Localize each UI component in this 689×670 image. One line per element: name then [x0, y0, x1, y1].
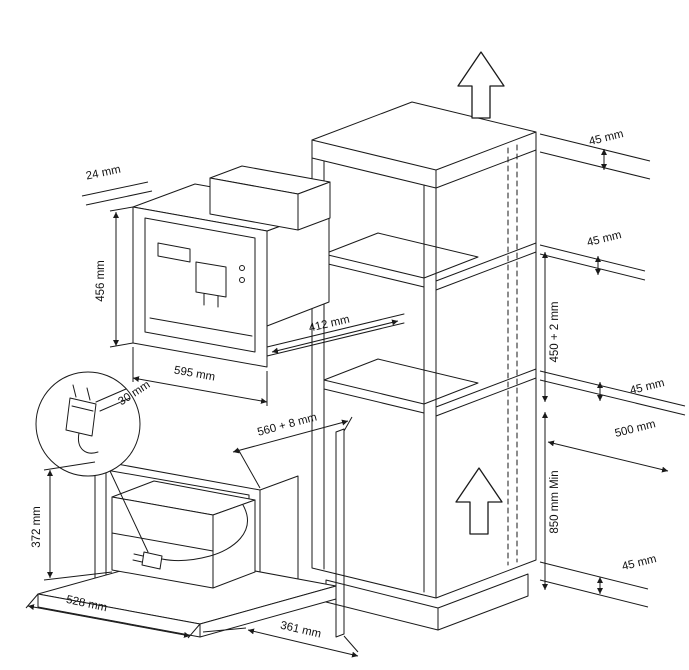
machine-front-detail-line	[111, 532, 214, 552]
plug-detail-magnifier	[35, 371, 149, 553]
dimension-line-560mm	[232, 419, 349, 454]
dimension-line-412mm	[271, 319, 399, 354]
appliance-spout	[195, 261, 227, 308]
dim-label-412mm: 412 mm	[308, 314, 351, 335]
dim-label-361mm: 361 mm	[279, 620, 322, 641]
dimension-ext-45mm-top	[539, 133, 651, 180]
cabinet-shelf-upper	[323, 232, 537, 291]
dimension-line-361mm	[247, 628, 359, 658]
appliance-front-view	[132, 165, 405, 368]
cabinet-top-face	[311, 101, 537, 171]
up-arrow-icon	[455, 467, 503, 535]
dim-label-850mm: 850 mm Min	[549, 470, 561, 533]
appliance-tower-side	[297, 181, 331, 231]
power-cord	[161, 504, 248, 562]
dimension-ext-595mm	[132, 347, 268, 406]
magnifier-circle	[35, 371, 141, 477]
cabinet-back-panel-dashed-lines	[507, 144, 518, 566]
dim-label-24mm: 24 mm	[85, 164, 122, 183]
dimension-line-528mm	[27, 604, 191, 638]
appliance-drip-tray-line	[149, 317, 253, 337]
dimension-ext-45mm-upper	[539, 244, 646, 281]
dimension-line-500mm	[547, 440, 669, 473]
dimension-ext-372mm	[43, 461, 113, 581]
appliance-front-inner-frame	[144, 217, 256, 353]
dim-label-500mm: 500 mm	[614, 418, 657, 440]
appliance-front-panel	[132, 206, 268, 368]
worktop-right-edge	[199, 585, 337, 638]
power-plug-large-icon	[65, 384, 99, 454]
up-arrow-icon	[457, 51, 505, 119]
cabinet-top-panel-thickness-line	[311, 149, 537, 189]
cabinet-inner-wall-lines	[323, 160, 425, 593]
dim-label-456mm: 456 mm	[95, 260, 107, 302]
dim-label-372mm: 372 mm	[31, 506, 43, 548]
dim-label-45mm-base: 45 mm	[621, 553, 658, 573]
dimension-lines	[25, 133, 686, 658]
dimension-ext-45mm-lower	[539, 370, 686, 416]
cabinet-plinth-side	[437, 573, 529, 631]
plug-depth-extension-lines	[95, 388, 131, 412]
cabinet-plinth-front	[325, 579, 439, 631]
appliance-display	[157, 242, 191, 263]
magnifier-leader-line	[109, 470, 149, 553]
dim-label-45mm-lower: 45 mm	[629, 377, 666, 397]
dim-label-560mm: 560 + 8 mm	[256, 411, 318, 438]
power-plug-icon	[132, 551, 163, 570]
appliance-button	[239, 265, 245, 271]
cabinet-outline	[311, 131, 537, 599]
dim-label-45mm-top: 45 mm	[588, 128, 625, 148]
dimension-line-24mm	[81, 181, 153, 206]
dimension-ext-361mm	[202, 627, 359, 653]
dimension-line-595mm	[132, 376, 268, 404]
dimension-ext-456mm	[109, 206, 134, 348]
dimension-ext-45mm-base	[539, 561, 649, 608]
dim-label-45mm-upper: 45 mm	[586, 229, 623, 249]
dim-label-595mm: 595 mm	[173, 365, 216, 384]
appliance-button	[239, 277, 245, 283]
cabinet-shelf-lower	[323, 358, 537, 417]
dim-label-450mm: 450 + 2 mm	[549, 301, 561, 362]
tall-cabinet-drawing	[311, 51, 537, 631]
